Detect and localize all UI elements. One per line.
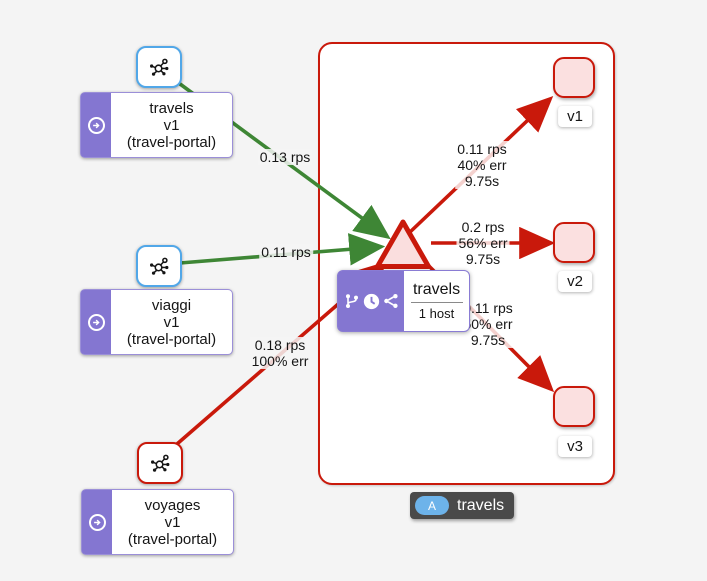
app-node-label-voyages[interactable]: voyages v1 (travel-portal) <box>81 489 234 555</box>
app-version: v1 <box>164 513 181 531</box>
code-branch-icon <box>345 294 358 308</box>
edge-label-travels: 0.13 rps <box>257 149 313 165</box>
edge-label-voyages: 0.18 rps 100% err <box>249 337 311 369</box>
service-hosts: 1 host <box>418 306 455 321</box>
workload-node-voyages-v1[interactable] <box>137 442 183 484</box>
arrow-circle-right-icon <box>87 313 105 331</box>
app-node-label-travels[interactable]: travels v1 (travel-portal) <box>80 92 233 158</box>
divider <box>410 302 463 303</box>
service-name: travels <box>412 281 461 298</box>
version-node-label-v2: v2 <box>558 271 592 292</box>
edge-label-v1: 0.11 rps 40% err 9.75s <box>455 141 509 189</box>
service-node-travels-triangle[interactable] <box>375 219 431 269</box>
arrow-circle-right-icon <box>88 513 106 531</box>
version-node-v2[interactable] <box>553 222 595 263</box>
app-version: v1 <box>163 116 180 134</box>
app-name: voyages <box>144 496 201 514</box>
molecule-icon <box>149 58 168 76</box>
app-namespace: (travel-portal) <box>126 330 217 348</box>
arrow-circle-right-icon <box>87 116 105 134</box>
service-node-label-travels[interactable]: travels 1 host <box>337 270 470 332</box>
app-box-badge-travels[interactable]: A travels <box>410 492 515 519</box>
app-badge-strip <box>82 490 112 554</box>
app-badge-strip <box>81 290 111 354</box>
app-version: v1 <box>163 313 180 331</box>
app-namespace: (travel-portal) <box>127 530 218 548</box>
share-nodes-icon <box>383 294 398 308</box>
app-badge-letter: A <box>415 496 449 515</box>
version-node-v1[interactable] <box>553 57 595 98</box>
molecule-icon <box>150 454 169 472</box>
app-name: travels <box>149 99 194 117</box>
version-node-label-v3: v3 <box>558 436 592 457</box>
clock-icon <box>363 293 379 309</box>
molecule-icon <box>149 257 168 275</box>
workload-node-travels-v1[interactable] <box>136 46 182 88</box>
app-name: viaggi <box>151 296 192 314</box>
app-badge-label: travels <box>457 496 505 514</box>
service-badge-strip <box>338 271 404 331</box>
version-node-v3[interactable] <box>553 386 595 427</box>
edge-label-viaggi: 0.11 rps <box>259 244 313 260</box>
workload-node-viaggi-v1[interactable] <box>136 245 182 287</box>
edge-label-v3: 0.11 rps 50% err 9.75s <box>461 300 515 348</box>
version-node-label-v1: v1 <box>558 106 592 127</box>
app-badge-strip <box>81 93 111 157</box>
app-node-label-viaggi[interactable]: viaggi v1 (travel-portal) <box>80 289 233 355</box>
app-namespace: (travel-portal) <box>126 133 217 151</box>
edge-label-v2: 0.2 rps 56% err 9.75s <box>456 219 510 267</box>
